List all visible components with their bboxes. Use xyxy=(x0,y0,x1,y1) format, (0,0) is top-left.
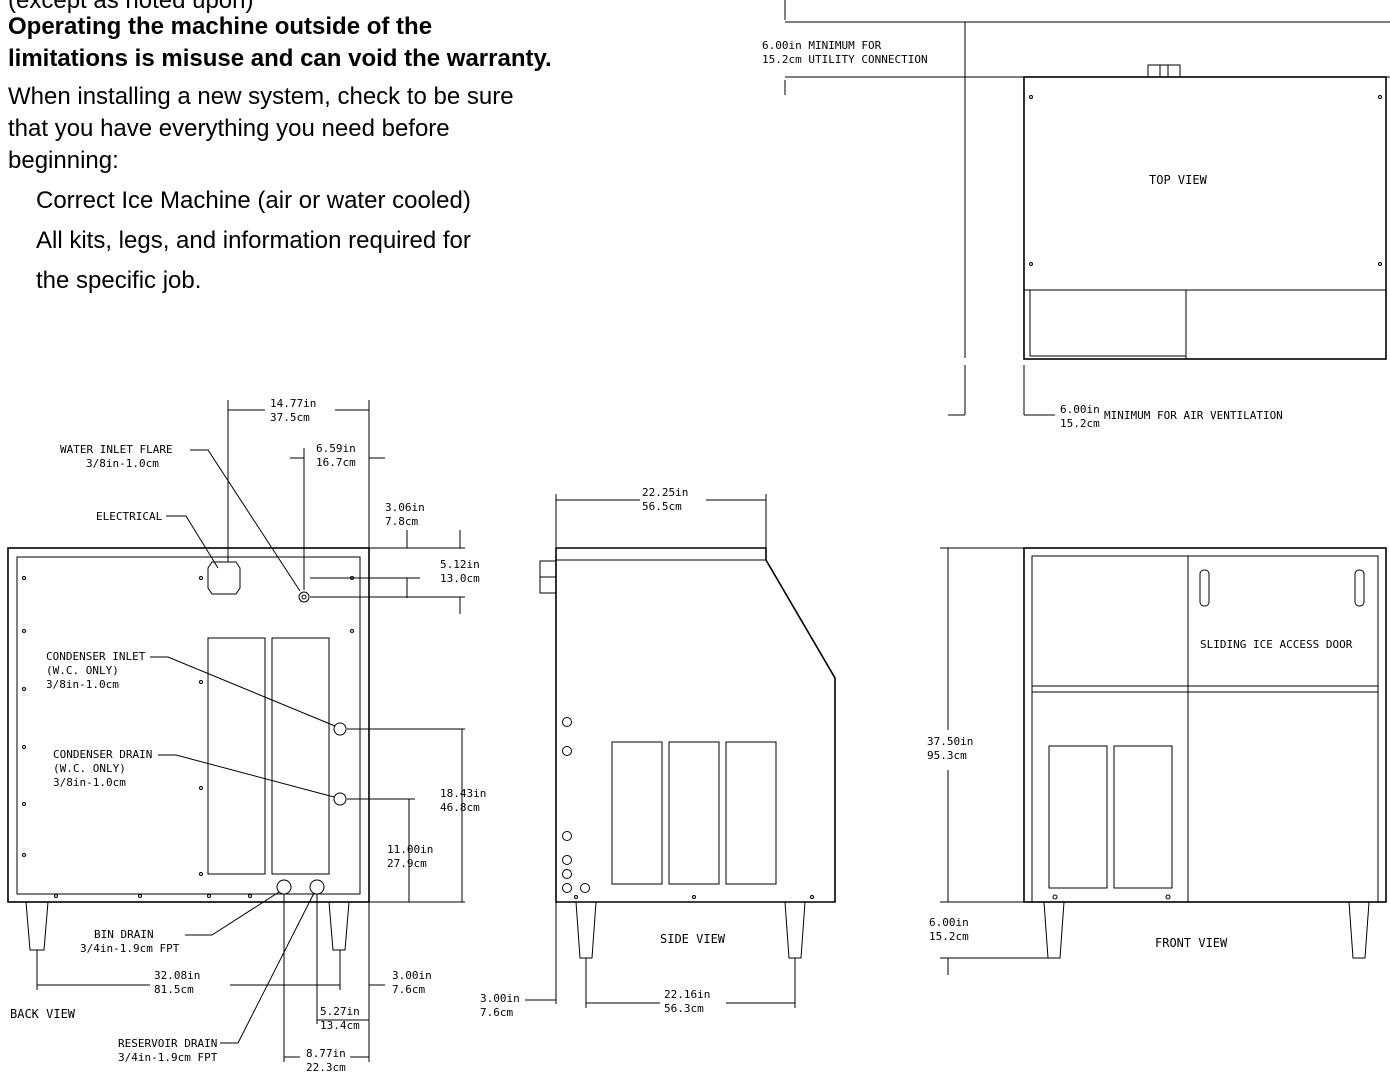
side-view-outline xyxy=(555,547,836,903)
dim-3750-in: 37.50in xyxy=(927,735,973,748)
condenser-drain-fitting xyxy=(333,792,347,806)
dim-3208-in: 32.08in xyxy=(154,969,200,982)
dim-877-in: 8.77in xyxy=(306,1047,346,1060)
dim-300-cm: 7.6cm xyxy=(392,983,425,996)
dim-300-in: 3.00in xyxy=(392,969,432,982)
electrical-label: ELECTRICAL xyxy=(96,510,163,523)
side-dim-300-cm: 7.6cm xyxy=(480,1006,513,1019)
reservoir-drain-fitting xyxy=(309,879,325,895)
water-inlet-fitting xyxy=(298,591,310,603)
dim-877-cm: 22.3cm xyxy=(306,1061,346,1074)
dim-3750-cm: 95.3cm xyxy=(927,749,967,762)
front-view-title: FRONT VIEW xyxy=(1155,936,1228,950)
top-view-connector xyxy=(1147,64,1181,78)
dim-2225-cm: 56.5cm xyxy=(642,500,682,513)
dim-512-in: 5.12in xyxy=(440,558,480,571)
bin-drain-fitting xyxy=(276,879,292,895)
dim-1477-cm: 37.5cm xyxy=(270,411,310,424)
side-clearance-in: 6.00in xyxy=(1060,403,1100,416)
water-inlet-label: WATER INLET FLARE xyxy=(60,443,173,456)
reservoir-drain-label: RESERVOIR DRAIN xyxy=(118,1037,217,1050)
dim-1843-cm: 46.8cm xyxy=(440,801,480,814)
side-clearance-note: MINIMUM FOR AIR VENTILATION xyxy=(1104,409,1283,422)
side-dim-300-in: 3.00in xyxy=(480,992,520,1005)
dim-527-cm: 13.4cm xyxy=(320,1019,360,1032)
condenser-drain-size: 3/8in-1.0cm xyxy=(53,776,126,789)
dim-1100-cm: 27.9cm xyxy=(387,857,427,870)
dim-2216-in: 22.16in xyxy=(664,988,710,1001)
paragraph-line-2: that you have everything you need before xyxy=(8,115,450,142)
dim-659-in: 6.59in xyxy=(316,442,356,455)
dim-600-in: 6.00in xyxy=(929,916,969,929)
top-clearance-cm: 15.2cm UTILITY CONNECTION xyxy=(762,53,928,66)
paragraph-line-1: When installing a new system, check to b… xyxy=(8,83,514,110)
dim-1100-in: 11.00in xyxy=(387,843,433,856)
dim-1843-in: 18.43in xyxy=(440,787,486,800)
top-view-outline xyxy=(1023,76,1387,360)
electrical-box xyxy=(207,561,241,595)
back-view: 14.77in 37.5cm 6.59in 16.7cm 3.06in 7.8c… xyxy=(7,397,486,1074)
condenser-inlet-fitting xyxy=(333,722,347,736)
water-inlet-size: 3/8in-1.0cm xyxy=(86,457,159,470)
top-view-title: TOP VIEW xyxy=(1149,173,1208,187)
list-item-1: Correct Ice Machine (air or water cooled… xyxy=(36,187,471,214)
dim-3208-cm: 81.5cm xyxy=(154,983,194,996)
front-view-outline xyxy=(1023,547,1387,903)
dim-2216-cm: 56.3cm xyxy=(664,1002,704,1015)
dim-1477-in: 14.77in xyxy=(270,397,316,410)
front-view: SLIDING ICE ACCESS DOOR 37.50in 95.3cm 6… xyxy=(927,547,1387,975)
side-view-title: SIDE VIEW xyxy=(660,932,726,946)
condenser-inlet-note: (W.C. ONLY) xyxy=(46,664,119,677)
dim-600-cm: 15.2cm xyxy=(929,930,969,943)
dim-2225-in: 22.25in xyxy=(642,486,688,499)
back-view-outline xyxy=(7,547,370,903)
dim-306-cm: 7.8cm xyxy=(385,515,418,528)
bin-drain-size: 3/4in-1.9cm FPT xyxy=(80,942,180,955)
dim-512-cm: 13.0cm xyxy=(440,572,480,585)
top-view: TOP VIEW 6.00in MINIMUM FOR 15.2cm UTILI… xyxy=(762,0,1390,430)
list-item-3: the specific job. xyxy=(36,267,202,294)
side-clearance-cm: 15.2cm xyxy=(1060,417,1100,430)
dim-659-cm: 16.7cm xyxy=(316,456,356,469)
warning-line-2: limitations is misuse and can void the w… xyxy=(8,45,552,72)
condenser-drain-note: (W.C. ONLY) xyxy=(53,762,126,775)
condenser-inlet-size: 3/8in-1.0cm xyxy=(46,678,119,691)
condenser-inlet-label: CONDENSER INLET xyxy=(46,650,146,663)
condenser-drain-label: CONDENSER DRAIN xyxy=(53,748,152,761)
sliding-door-label: SLIDING ICE ACCESS DOOR xyxy=(1200,638,1353,651)
warning-line-1: Operating the machine outside of the xyxy=(8,13,433,40)
dim-527-in: 5.27in xyxy=(320,1005,360,1018)
top-clearance-in: 6.00in MINIMUM FOR xyxy=(762,39,882,52)
dim-306-in: 3.06in xyxy=(385,501,425,514)
list-item-2: All kits, legs, and information required… xyxy=(36,227,471,254)
back-view-title: BACK VIEW xyxy=(10,1007,76,1021)
door-handle-left xyxy=(1199,569,1210,607)
side-view: 22.25in 56.5cm 22.16in 56.3cm 3.00in 7.6… xyxy=(480,486,836,1019)
partial-line: (except as noted upon) xyxy=(8,0,254,14)
reservoir-drain-size: 3/4in-1.9cm FPT xyxy=(118,1051,218,1064)
door-handle-right xyxy=(1354,569,1365,607)
bin-drain-label: BIN DRAIN xyxy=(94,928,154,941)
paragraph-line-3: beginning: xyxy=(8,147,119,174)
